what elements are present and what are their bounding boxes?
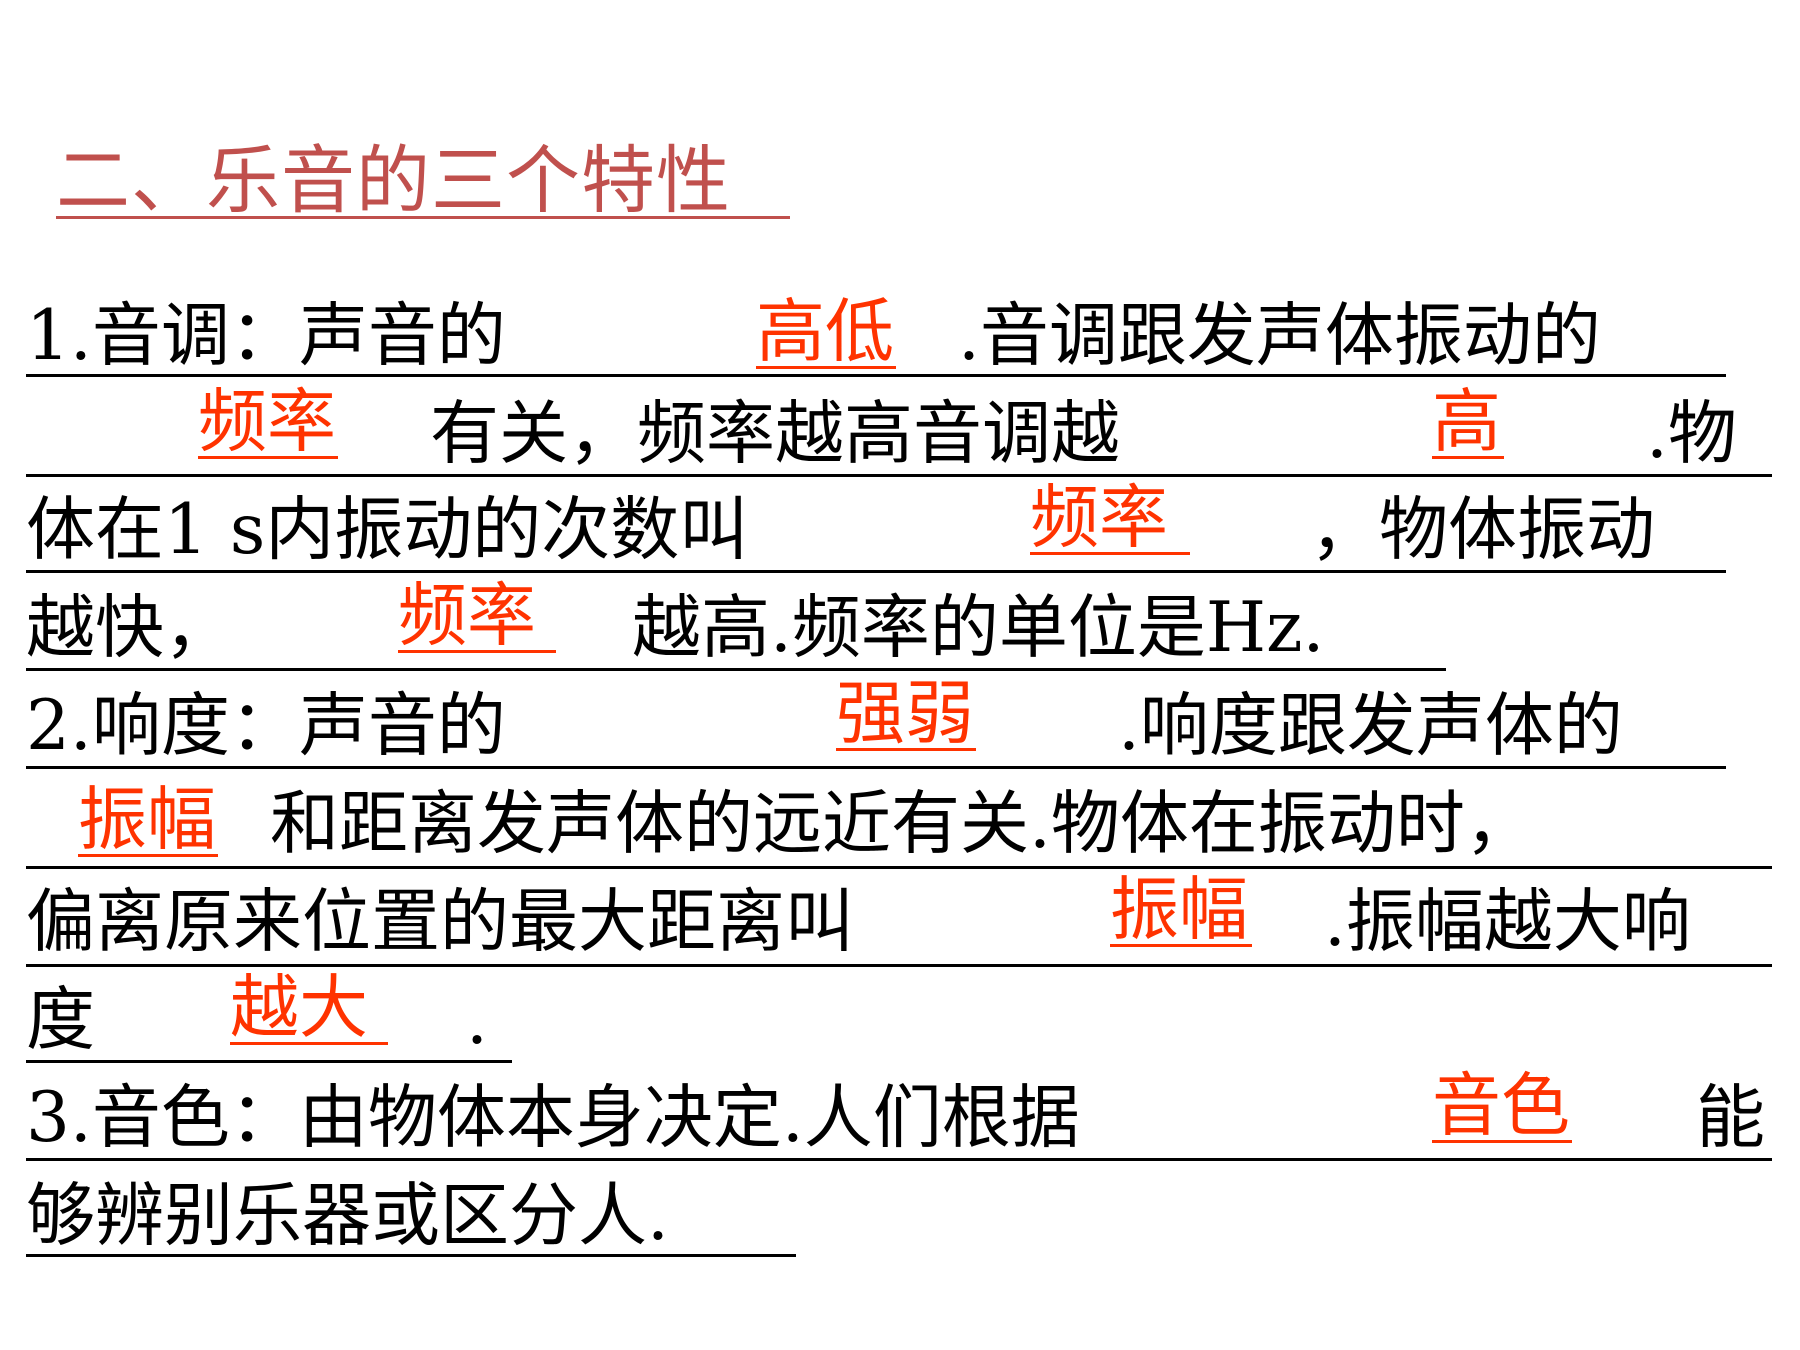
distance-text: 和距离发声体的远近有关.物体在振动时， [270, 784, 1534, 864]
pitch-line-3: 体在1 s内振动的次数叫 频率 ，物体振动 [0, 478, 1800, 580]
pitch-relation-text: .音调跟发声体振动的 [958, 296, 1601, 376]
fill-line [26, 1254, 796, 1257]
answer-underline [1110, 944, 1252, 947]
blank-answer-frequency-2: 频率 [1030, 478, 1168, 558]
fill-line [26, 1060, 512, 1063]
blank-answer-strength: 强弱 [836, 674, 974, 754]
fill-line [26, 766, 1726, 769]
page-title: 二、乐音的三个特性 [56, 138, 731, 224]
amplitude-definition-text: 偏离原来位置的最大距离叫 [26, 882, 854, 962]
blank-answer-timbre: 音色 [1432, 1066, 1570, 1146]
amplitude-relation-text: .振幅越大响 [1324, 882, 1691, 962]
degree-text: 度 [26, 980, 95, 1060]
vibration-text: ，物体振动 [1310, 490, 1655, 570]
pitch-line-2: 频率 有关，频率越高音调越 高 .物 [0, 382, 1800, 484]
fill-line [26, 570, 1726, 573]
answer-underline [78, 854, 218, 857]
blank-answer-pitch-highlow: 高低 [756, 292, 894, 372]
period-text: . [466, 980, 488, 1060]
answer-underline [836, 748, 976, 751]
timbre-line-1: 3.音色：由物体本身决定.人们根据 音色 能 [0, 1066, 1800, 1168]
loudness-line-3: 偏离原来位置的最大距离叫 振幅 .振幅越大响 [0, 870, 1800, 972]
distinguish-text: 够辨别乐器或区分人. [26, 1176, 669, 1256]
answer-underline [1432, 1140, 1572, 1143]
fill-line [26, 474, 1772, 477]
fill-line [26, 374, 1726, 377]
blank-answer-high: 高 [1432, 382, 1501, 462]
loudness-relation-text: .响度跟发声体的 [1118, 686, 1623, 766]
faster-text: 越快， [26, 588, 233, 668]
fill-line [26, 668, 1446, 671]
pitch-continue-text: .物 [1646, 394, 1737, 474]
loudness-definition-text: 2.响度：声音的 [26, 686, 506, 766]
pitch-definition-text: 1.音调：声音的 [26, 296, 506, 376]
answer-underline [230, 1042, 388, 1045]
title-underline [56, 216, 790, 219]
loudness-line-1: 2.响度：声音的 强弱 .响度跟发声体的 [0, 674, 1800, 776]
blank-answer-frequency: 频率 [198, 382, 336, 462]
unit-text: 越高.频率的单位是Hz. [632, 588, 1325, 668]
blank-answer-amplitude: 振幅 [78, 780, 216, 860]
timbre-definition-text: 3.音色：由物体本身决定.人们根据 [26, 1078, 1080, 1158]
fill-line [26, 866, 1772, 869]
loudness-line-4: 度 越大 . [0, 968, 1800, 1070]
blank-answer-greater: 越大 [230, 968, 368, 1048]
fill-line [26, 964, 1772, 967]
fill-line [26, 1158, 1772, 1161]
timbre-line-2: 够辨别乐器或区分人. [0, 1176, 1800, 1266]
loudness-line-2: 振幅 和距离发声体的远近有关.物体在振动时， [0, 780, 1800, 874]
answer-underline [1432, 456, 1504, 459]
blank-answer-amplitude-2: 振幅 [1110, 870, 1248, 950]
answer-underline [1030, 552, 1190, 555]
pitch-line-1: 1.音调：声音的 高低 .音调跟发声体振动的 [0, 292, 1800, 386]
answer-underline [198, 456, 338, 459]
pitch-frequency-text: 有关，频率越高音调越 [430, 394, 1120, 474]
able-text: 能 [1696, 1078, 1765, 1158]
frequency-definition-text: 体在1 s内振动的次数叫 [26, 490, 749, 570]
blank-answer-frequency-3: 频率 [398, 576, 536, 656]
pitch-line-4: 越快， 频率 越高.频率的单位是Hz. [0, 576, 1800, 678]
answer-underline [756, 366, 896, 369]
answer-underline [398, 650, 556, 653]
